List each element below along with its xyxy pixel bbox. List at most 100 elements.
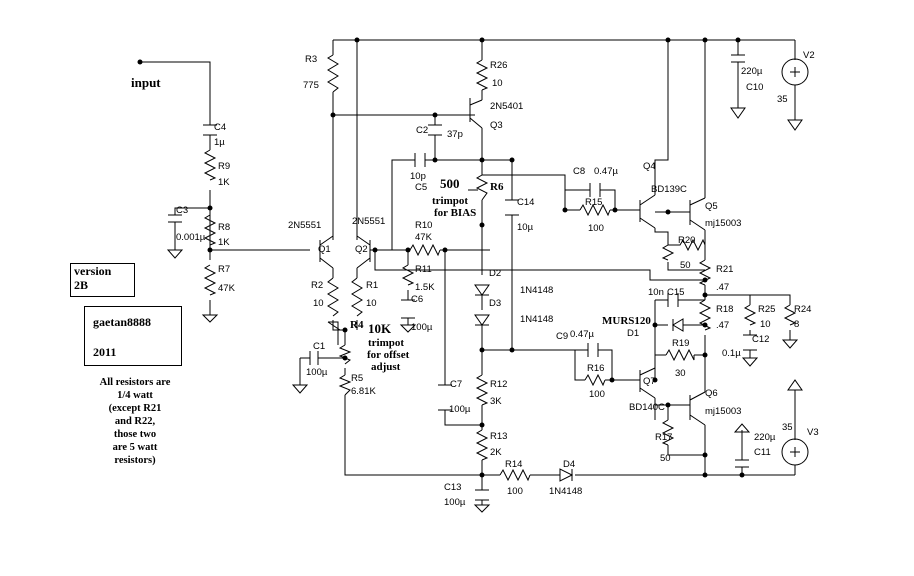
r12-ref: R12 [490, 379, 507, 390]
d1-ref: D1 [627, 328, 639, 339]
q6-part: mj15003 [705, 406, 741, 417]
q7-part: BD140C [629, 402, 665, 413]
r9-ref: R9 [218, 161, 230, 172]
r26-ref: R26 [490, 60, 507, 71]
q1-ref: Q1 [318, 244, 331, 255]
r17-ref: R17 [655, 432, 672, 443]
d3-ref: D3 [489, 298, 501, 309]
c10-ref: C10 [746, 82, 763, 93]
offset-note-value: 10K [368, 321, 392, 336]
c1-value: 100µ [306, 367, 328, 378]
c3-ref: C3 [176, 205, 188, 216]
input-terminal-icon [137, 59, 143, 65]
c2-value: 37p [447, 129, 463, 140]
q3-part: 2N5401 [490, 101, 523, 112]
note-line-3: (except R21 [108, 403, 162, 414]
q4-ref: Q4 [643, 161, 656, 172]
c15-ref: C15 [667, 287, 684, 298]
v2-source-symbol [781, 58, 809, 86]
c12-value: 0.1µ [722, 348, 741, 359]
c11-value: 220µ [754, 432, 776, 443]
c4-value: 1µ [214, 137, 225, 148]
r12-value: 3K [490, 396, 502, 407]
c12-ref: C12 [752, 334, 769, 345]
note-line-4: and R22, [114, 416, 156, 427]
c6-value: 100µ [411, 322, 433, 333]
author-year: 2011 [93, 345, 117, 359]
input-label: input [131, 75, 161, 90]
q3-ref: Q3 [490, 120, 503, 131]
v3-source-symbol [781, 438, 809, 466]
capacitor-symbols [168, 54, 757, 501]
note-line-5: those two [113, 429, 157, 440]
c14-value: 10µ [517, 222, 534, 233]
r2-value: 10 [313, 298, 324, 309]
q5-ref: Q5 [705, 201, 718, 212]
offset-note-line1: trimpot [368, 337, 404, 349]
r17-value: 50 [660, 453, 671, 464]
r6-ref: R6 [490, 181, 504, 193]
c11-ref: C11 [754, 447, 771, 458]
c8-value: 0.47µ [594, 166, 618, 177]
d2-ref: D2 [489, 268, 501, 279]
author-box: gaetan8888 2011 [84, 306, 182, 366]
v3-value: 35 [782, 422, 793, 433]
r25-value: 10 [760, 319, 771, 330]
r10-value: 47K [415, 232, 433, 243]
c7-value: 100µ [449, 404, 471, 415]
q1-part: 2N5551 [288, 220, 321, 231]
note-line-1: All resistors are [99, 377, 171, 388]
r5-ref: R5 [351, 373, 363, 384]
r7-ref: R7 [218, 264, 230, 275]
c5-ref: C5 [415, 182, 427, 193]
r7-value: 47K [218, 283, 236, 294]
diode-symbols [559, 318, 684, 482]
version-line1: version [74, 264, 112, 278]
c7-ref: C7 [450, 379, 462, 390]
d4-part: 1N4148 [549, 486, 582, 497]
r24-ref: R24 [794, 304, 811, 315]
r3-value: 775 [303, 80, 319, 91]
c9-value: 0.47µ [570, 329, 594, 340]
r11-value: 1.5K [415, 282, 435, 293]
c13-ref: C13 [444, 482, 461, 493]
r25-ref: R25 [758, 304, 775, 315]
r10-ref: R10 [415, 220, 432, 231]
version-box: version 2B [70, 263, 135, 297]
r19-value: 30 [675, 368, 686, 379]
r15-value: 100 [588, 223, 604, 234]
c8-ref: C8 [573, 166, 585, 177]
wires [140, 39, 803, 513]
r14-value: 100 [507, 486, 523, 497]
bias-note-line1: trimpot [432, 195, 468, 207]
version-line2: 2B [74, 278, 89, 292]
c14-ref: C14 [517, 197, 534, 208]
c13-value: 100µ [444, 497, 466, 508]
offset-note-line3: adjust [371, 361, 401, 373]
r26-value: 10 [492, 78, 503, 89]
c9-ref: C9 [556, 331, 568, 342]
r19-ref: R19 [672, 338, 689, 349]
r11-ref: R11 [415, 264, 432, 275]
r8-value: 1K [218, 237, 230, 248]
r18-value: .47 [716, 320, 729, 331]
r24-value: 8 [794, 319, 799, 330]
r8-ref: R8 [218, 222, 230, 233]
r9-value: 1K [218, 177, 230, 188]
bias-note-line2: for BIAS [434, 207, 476, 219]
r15-ref: R15 [585, 197, 602, 208]
r5-value: 6.81K [351, 386, 376, 397]
r14-ref: R14 [505, 459, 522, 470]
q6-ref: Q6 [705, 388, 718, 399]
d4-ref: D4 [563, 459, 575, 470]
note-line-2: 1/4 watt [117, 390, 153, 401]
c5-value: 10p [410, 171, 426, 182]
d1-part: MURS120 [602, 315, 651, 327]
v3-ref: V3 [807, 427, 819, 438]
r18-ref: R18 [716, 304, 733, 315]
offset-note-line2: for offset [367, 349, 410, 361]
r16-ref: R16 [587, 363, 604, 374]
r20-ref: R20 [678, 235, 695, 246]
